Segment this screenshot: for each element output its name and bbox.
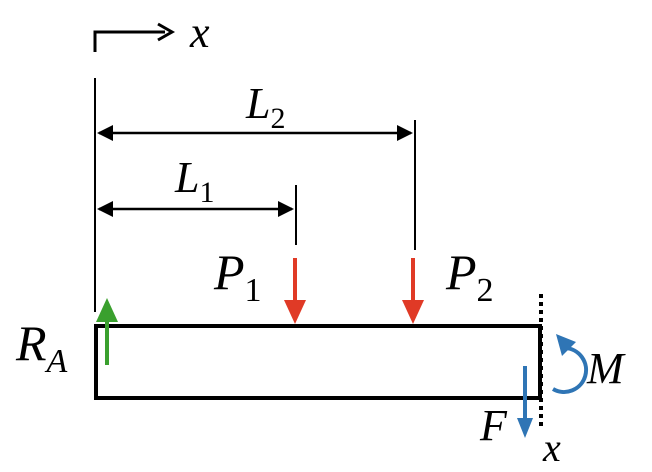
dimension-l2-label: L2 — [245, 79, 285, 135]
dimension-l1: L1 — [97, 153, 294, 217]
shear-force-label: F — [479, 401, 508, 450]
moment-m: M — [551, 334, 626, 394]
load-p2-arrowhead — [402, 300, 424, 324]
beam — [94, 324, 542, 400]
moment-arrowhead — [556, 334, 576, 356]
shear-force-arrowhead — [517, 418, 533, 438]
dimension-l2: L2 — [97, 79, 413, 141]
reaction-ra-arrowhead — [96, 298, 118, 322]
x-direction-arrowhead — [157, 22, 176, 42]
load-p2-label: P2 — [445, 244, 494, 309]
reaction-ra: RA — [15, 298, 118, 380]
dimension-l1-left-arrowhead — [97, 201, 113, 217]
dimension-l2-left-arrowhead — [97, 125, 113, 141]
section-x-label: x — [542, 425, 561, 470]
x-direction-indicator: x — [93, 8, 210, 57]
moment-arc — [551, 346, 589, 394]
dimension-l1-label: L1 — [174, 153, 214, 209]
moment-label: M — [586, 344, 626, 393]
load-p1-arrowhead — [284, 300, 306, 324]
x-axis-label: x — [189, 8, 210, 57]
reaction-ra-label: RA — [15, 315, 68, 380]
load-p2: P2 — [402, 244, 494, 324]
load-p1: P1 — [213, 244, 306, 324]
x-direction-line — [93, 30, 165, 52]
load-p1-label: P1 — [213, 244, 262, 309]
dimension-l2-right-arrowhead — [397, 125, 413, 141]
shear-force-f: F — [479, 366, 533, 450]
dimension-l1-right-arrowhead — [278, 201, 294, 217]
